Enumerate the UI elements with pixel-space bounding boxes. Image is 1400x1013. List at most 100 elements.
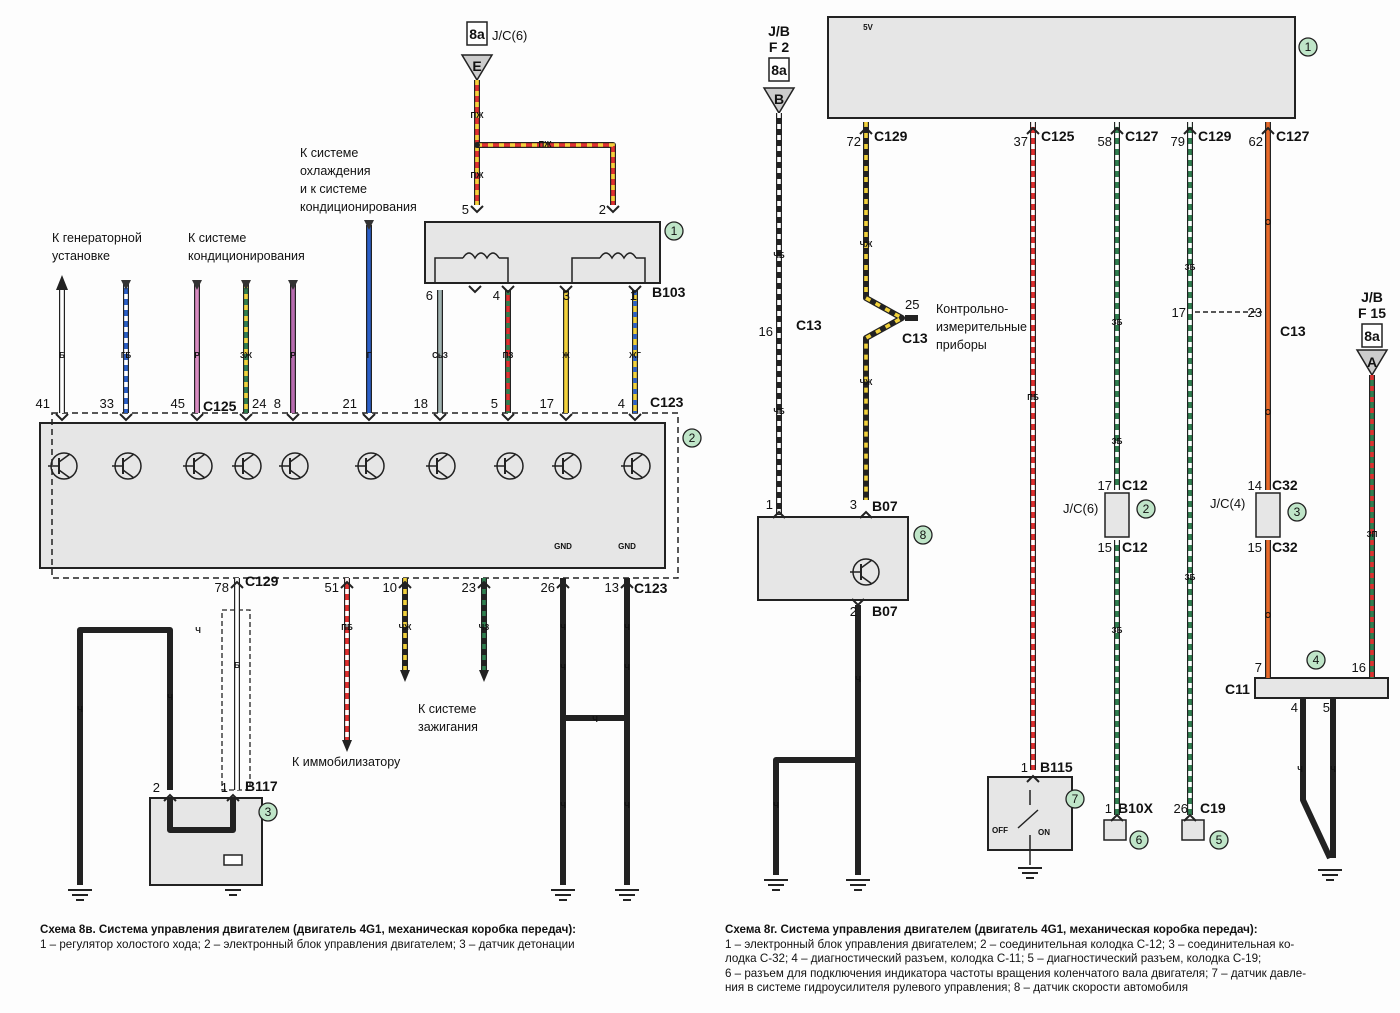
pin-number: 2 — [599, 202, 606, 217]
connector-label: C123 — [634, 580, 668, 596]
wire-color-label: ЖГ — [628, 351, 641, 360]
connector-label: C129 — [874, 128, 908, 144]
c11-ground-wire — [1300, 698, 1333, 860]
wire-color-label: Ч — [592, 715, 598, 724]
wire-color-label: ЧЖ — [860, 240, 874, 249]
pin-number: 5 — [1323, 700, 1330, 715]
fuse-ref: 8a — [469, 26, 485, 42]
wire-color-label: Р — [194, 351, 200, 360]
pin-terminal-icon — [470, 205, 484, 214]
pin-number: 41 — [36, 396, 50, 411]
note-aircon: кондиционирования — [188, 249, 305, 263]
pin-number: 45 — [171, 396, 185, 411]
fuse-ref: 8a — [771, 62, 787, 78]
pin-number: 78 — [215, 580, 229, 595]
component-number-badge — [1209, 830, 1229, 850]
wire-color-label: Г — [367, 351, 372, 360]
pin-number: 17 — [1098, 478, 1112, 493]
pin-number: 1 — [221, 780, 228, 795]
jb-label: J/B — [1361, 289, 1383, 305]
pin-number: 5 — [462, 202, 469, 217]
junction-dot — [474, 142, 480, 148]
wire-color-label: Ч — [855, 675, 861, 684]
wire-color-label: ПЖ — [539, 140, 553, 149]
c11-connector-box — [1254, 677, 1389, 699]
jb-label: F 15 — [1358, 305, 1386, 321]
transistor-icon — [232, 452, 262, 480]
wire-color-label: Ч — [1330, 765, 1336, 774]
transistor-icon — [850, 558, 880, 586]
ground-icon — [68, 889, 92, 901]
pin-terminal-icon — [851, 598, 865, 607]
wire-color-label: ПБ — [1027, 393, 1039, 402]
pin-terminal-icon — [398, 580, 412, 589]
wire-color-label: ЧЗ — [479, 623, 490, 632]
pin-terminal-icon — [286, 413, 300, 422]
pin-number: 2 — [153, 780, 160, 795]
idle-regulator-box — [424, 221, 661, 284]
pin-terminal-icon — [772, 510, 786, 519]
jb-label: J/B — [768, 23, 790, 39]
component-number-badge — [258, 802, 278, 822]
pin-terminal-icon — [1110, 126, 1124, 135]
connector-label: C13 — [902, 330, 928, 346]
pin-number: 16 — [759, 324, 773, 339]
wire-color-label: ЧЖ — [860, 378, 874, 387]
component-number-badge — [1129, 830, 1149, 850]
pin-terminal-icon — [628, 285, 642, 294]
pin-number: 4 — [1291, 700, 1298, 715]
pin-terminal-icon — [559, 413, 573, 422]
wire-color-label: Ч — [560, 663, 566, 672]
pin-number: 26 — [541, 580, 555, 595]
coil-icon — [571, 252, 646, 283]
transistor-icon — [112, 452, 142, 480]
pin-number: 1 — [1021, 760, 1028, 775]
component-number-badge — [1287, 502, 1307, 522]
fuse-ref-box — [466, 21, 488, 46]
caption-left-text: 1 – регулятор холостого хода; 2 – электр… — [40, 937, 575, 951]
pin-terminal-icon — [119, 413, 133, 422]
wire-color-label: ЧБ — [773, 407, 785, 416]
note-generator: К генераторной — [52, 231, 142, 245]
c19-box — [1181, 819, 1205, 841]
pin-terminal-icon — [362, 413, 376, 422]
pin-number: 8 — [274, 396, 281, 411]
connector-a-icon — [1355, 349, 1389, 377]
pin-terminal-icon — [230, 580, 244, 589]
component-number: 4 — [1313, 653, 1320, 667]
junction-label: J/C(6) — [492, 28, 527, 43]
connector-label: C12 — [1122, 539, 1148, 555]
pin-terminal-icon — [468, 285, 482, 294]
wire-color-label: ПЗ — [503, 351, 514, 360]
wire-color-label: Ч — [560, 801, 566, 810]
connector-label: B07 — [872, 498, 898, 514]
pin-number: 25 — [905, 297, 919, 312]
wire-color-label: Ч — [560, 623, 566, 632]
junction-label: J/C(6) — [1063, 501, 1098, 516]
arrow-down-icon — [479, 670, 489, 682]
pin-number: 18 — [414, 396, 428, 411]
note-cooling: кондиционирования — [300, 200, 417, 214]
pin-number: 4 — [618, 396, 625, 411]
pin-number: 58 — [1098, 134, 1112, 149]
connector-label: C127 — [1276, 128, 1310, 144]
connector-label: B117 — [245, 778, 278, 794]
pin-number: 3 — [563, 288, 570, 303]
pin-terminal-icon — [239, 413, 253, 422]
component-number: 8 — [920, 528, 927, 542]
connector-pin-letter: E — [472, 58, 481, 74]
connector-pin-letter: B — [774, 91, 784, 107]
connector-label: C127 — [1125, 128, 1159, 144]
ecu-box-right — [827, 16, 1296, 119]
pin-terminal-icon — [1026, 774, 1040, 783]
caption-right-line: 1 – электронный блок управления двигател… — [725, 937, 1295, 951]
knock-ground-wire — [77, 627, 173, 885]
piezo-icon — [223, 854, 243, 866]
wire-color-label: ЗЖ — [240, 351, 253, 360]
pin-number: 15 — [1248, 540, 1262, 555]
connector-e-icon — [460, 54, 494, 82]
component-number-badge — [1306, 650, 1326, 670]
supply-label: 5V — [863, 23, 873, 32]
wire-color-label: ПЖ — [471, 111, 485, 120]
